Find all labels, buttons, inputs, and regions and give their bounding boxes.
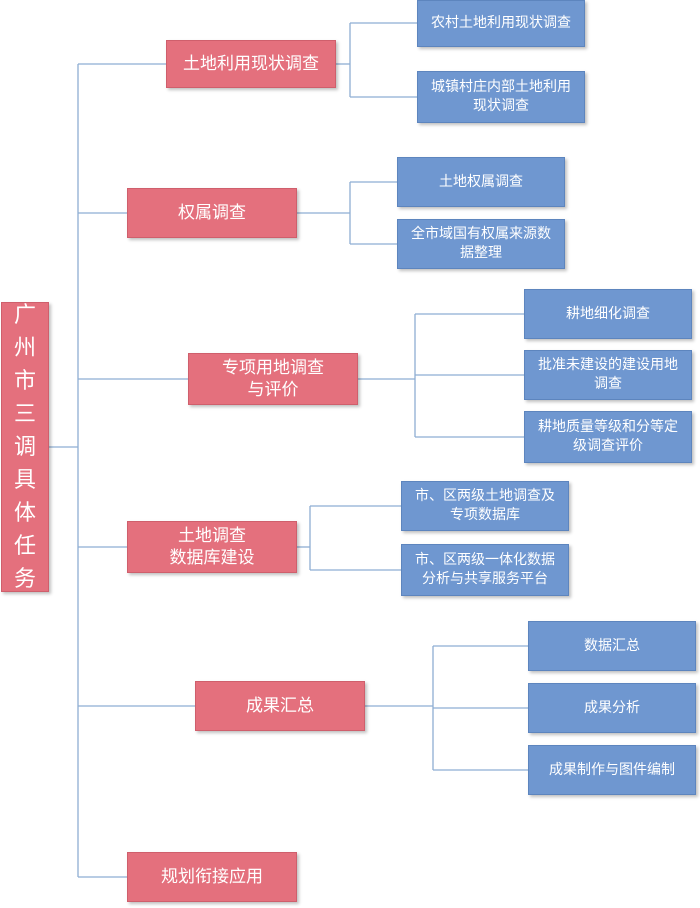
branch-node-database-construction: 土地调查 数据库建设 bbox=[127, 521, 297, 573]
leaf-node-approved-unbuilt-land: 批准未建设的建设用地 调查 bbox=[524, 350, 692, 400]
leaf-node-result-analysis: 成果分析 bbox=[528, 683, 696, 733]
branch-node-ownership-survey: 权属调查 bbox=[127, 188, 297, 238]
leaf-node-urban-land-use: 城镇村庄内部土地利用 现状调查 bbox=[417, 71, 585, 123]
leaf-node-sharing-platform: 市、区两级一体化数据 分析与共享服务平台 bbox=[401, 544, 569, 596]
branch-node-result-summary: 成果汇总 bbox=[195, 681, 365, 731]
leaf-node-two-level-database: 市、区两级土地调查及 专项数据库 bbox=[401, 481, 569, 531]
leaf-node-state-ownership-sources: 全市域国有权属来源数 据整理 bbox=[397, 219, 565, 269]
root-node: 广州市三调具体任务 bbox=[1, 302, 49, 592]
branch-node-special-land-survey: 专项用地调查 与评价 bbox=[188, 353, 358, 405]
leaf-node-farmland-detail: 耕地细化调查 bbox=[524, 289, 692, 339]
leaf-node-land-ownership: 土地权属调查 bbox=[397, 157, 565, 207]
leaf-node-farmland-quality: 耕地质量等级和分等定 级调查评价 bbox=[524, 411, 692, 463]
branch-node-planning-application: 规划衔接应用 bbox=[127, 852, 297, 902]
leaf-node-rural-land-use: 农村土地利用现状调查 bbox=[417, 0, 585, 47]
root-label: 广州市三调具体任务 bbox=[13, 302, 36, 592]
branch-node-land-use-survey: 土地利用现状调查 bbox=[166, 40, 336, 88]
leaf-node-data-summary: 数据汇总 bbox=[528, 621, 696, 671]
leaf-node-map-compilation: 成果制作与图件编制 bbox=[528, 745, 696, 795]
